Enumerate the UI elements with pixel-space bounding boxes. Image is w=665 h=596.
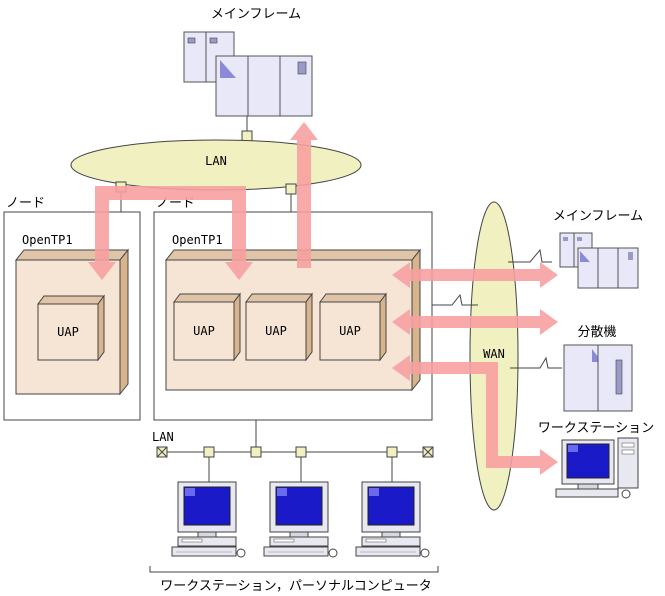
uap-label: UAP (339, 324, 361, 338)
lan-terminator (156, 446, 168, 458)
mainframe-top-icon (183, 31, 313, 117)
uap-box-3 (319, 292, 387, 362)
arrow-wan-mainframe (392, 262, 558, 288)
wan-label: WAN (483, 347, 505, 361)
distributed-icon (563, 344, 633, 412)
uap-box-2 (245, 292, 313, 362)
arrow-wan-distributed (392, 309, 558, 335)
clients-bracket (149, 566, 439, 573)
client-computer-icon (355, 481, 430, 558)
uap-label: UAP (265, 324, 287, 338)
opentp1-right-label: OpenTP1 (172, 233, 223, 247)
uap-box-1 (173, 292, 241, 362)
workstation-right-icon (555, 437, 639, 499)
mainframe-right-label: メインフレーム (553, 209, 643, 224)
lan-port (386, 446, 398, 458)
client-computer-icon (171, 481, 246, 558)
arrow-wan-workstation (392, 355, 558, 475)
clients-caption: ワークステーション，パーソナルコンピュータ (160, 579, 431, 594)
lan-port (285, 183, 297, 195)
uap-label: UAP (57, 325, 79, 339)
wan-mainframe-link (508, 248, 552, 263)
opentp1-left-label: OpenTP1 (22, 233, 73, 247)
lan-port (241, 130, 253, 142)
node-wan-link (432, 293, 478, 306)
lan-port (250, 446, 262, 458)
mainframe-top-label: メインフレーム (211, 7, 301, 22)
lan-port (203, 446, 215, 458)
lan-terminator (422, 446, 434, 458)
workstation-right-label: ワークステーション (538, 421, 654, 436)
lan-bottom-label: LAN (152, 430, 174, 444)
node-left-label: ノード (6, 196, 45, 211)
distributed-label: 分散機 (577, 325, 616, 340)
uap-left-box (37, 294, 105, 362)
uap-label: UAP (193, 324, 215, 338)
arrow-lan-to-nodes (88, 186, 253, 280)
mainframe-right-icon (559, 232, 639, 289)
arrow-node-to-mainframe (290, 122, 318, 268)
lan-port (295, 446, 307, 458)
wan-distributed-link (510, 356, 562, 369)
lan-top-label: LAN (205, 154, 227, 168)
client-computer-icon (263, 481, 338, 558)
